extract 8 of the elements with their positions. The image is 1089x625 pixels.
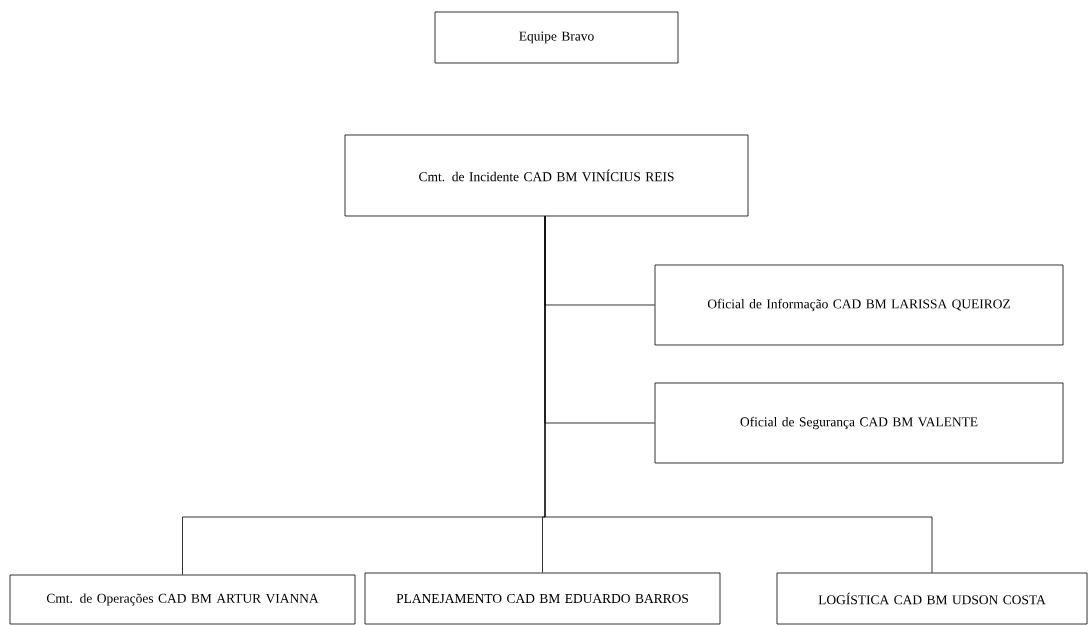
role-box: Oficial de Informação CAD BM LARISSA QUEIROZ [654, 264, 1064, 346]
role-box: Cmt. de Incidente CAD BM VINÍCIUS REIS [344, 134, 749, 217]
title-box: Equipe Bravo [434, 11, 679, 64]
role-box: LOGÍSTICA CAD BM UDSON COSTA [776, 572, 1088, 625]
role-box: Oficial de Segurança CAD BM VALENTE [654, 382, 1064, 464]
connector-line [544, 215, 933, 573]
role-box: Cmt. de Operações CAD BM ARTUR VIANNA [9, 574, 356, 625]
role-box: PLANEJAMENTO CAD BM EDUARDO BARROS [364, 572, 721, 625]
